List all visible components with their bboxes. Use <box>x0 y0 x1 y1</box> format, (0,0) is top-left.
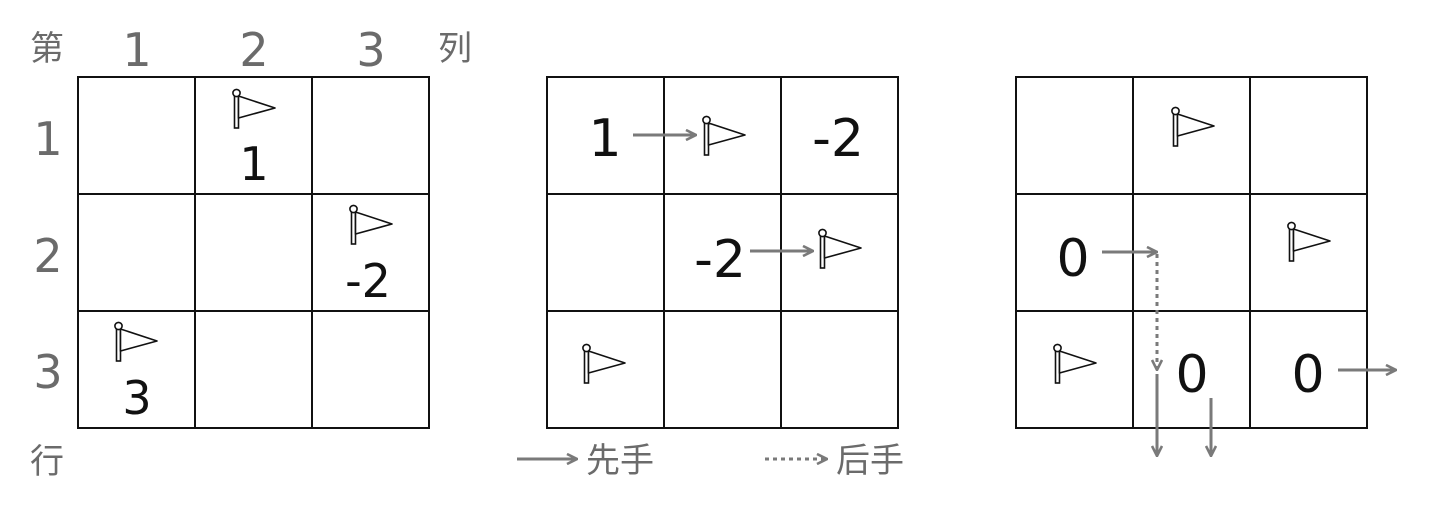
grid-3-cell-r3c2-value: 0 <box>1175 345 1208 405</box>
grid-2: 1 -2 -2 <box>546 76 899 429</box>
flag-icon <box>1171 106 1215 147</box>
row-index-2: 2 <box>33 229 62 283</box>
grid-3: 0 0 0 <box>1015 76 1396 456</box>
legend-solid-label: 先手 <box>586 441 654 481</box>
legend: 先手 后手 <box>517 441 904 481</box>
flag-icon <box>232 88 276 129</box>
grid-1-cell-r1c2-value: 1 <box>239 137 268 191</box>
flag-icon <box>1287 221 1331 262</box>
flag-icon <box>818 228 862 269</box>
column-suffix-label: 列 <box>438 29 472 69</box>
row-index-1: 1 <box>33 112 62 166</box>
grid-1-cell-r2c3-value: -2 <box>345 254 391 308</box>
grid-3-border <box>1015 76 1368 429</box>
column-index-2: 2 <box>239 23 268 77</box>
ordinal-label: 第 <box>30 29 64 69</box>
grid-2-cell-r1c3-value: -2 <box>812 109 864 169</box>
grid-3-cell-r3c3-value: 0 <box>1291 345 1324 405</box>
grid-3-cell-r2c1-value: 0 <box>1056 229 1089 289</box>
flag-icon <box>1053 343 1097 384</box>
column-index-3: 3 <box>356 23 385 77</box>
flag-icon <box>702 115 746 156</box>
legend-dashed-label: 后手 <box>836 441 904 481</box>
flag-icon <box>349 204 393 245</box>
flag-icon <box>114 321 158 362</box>
grid-2-border <box>546 76 899 429</box>
grid-1-border <box>77 76 430 429</box>
grid-1-cell-r3c1-value: 3 <box>122 371 151 425</box>
row-index-3: 3 <box>33 345 62 399</box>
grid-2-cell-r2c2-value: -2 <box>694 230 746 290</box>
grid-1: 1 -2 3 <box>77 76 430 429</box>
grid-2-cell-r1c1-value: 1 <box>588 109 621 169</box>
flag-icon <box>582 343 626 384</box>
column-index-1: 1 <box>122 23 151 77</box>
row-suffix-label: 行 <box>30 442 64 482</box>
